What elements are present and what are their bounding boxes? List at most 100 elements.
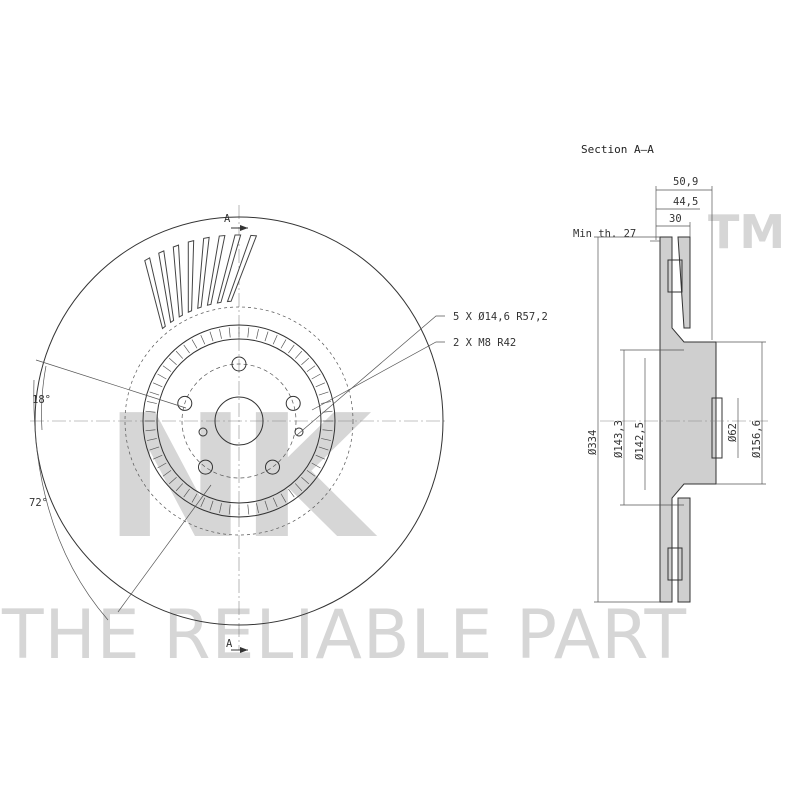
section-marker-bottom: A (226, 638, 233, 650)
vent-slot (264, 331, 269, 342)
angle-ray-upper (35, 359, 187, 409)
vent-slot (272, 497, 278, 508)
vent-slot (162, 365, 172, 372)
vent-slot (311, 462, 321, 469)
vent-slot (152, 454, 163, 460)
vent-slot (209, 331, 214, 342)
vent-slot (301, 476, 310, 485)
vent-slot (247, 327, 250, 338)
watermark-tagline: THE RELIABLE PART (1, 596, 687, 675)
vent-slot (322, 429, 333, 432)
vent-slot (294, 483, 303, 492)
center-bore (214, 396, 264, 446)
vent-slot (288, 488, 295, 498)
section-vent-1 (667, 259, 683, 293)
vent-slot (191, 339, 198, 349)
vent-slot (301, 357, 310, 366)
vent-slot (280, 493, 287, 503)
angle-18-label: 18° (32, 394, 51, 406)
vent-slot (228, 504, 231, 515)
dim-center-bore: Ø62 (727, 423, 739, 442)
bolt-callout-leader (296, 315, 445, 436)
vent-slot (149, 391, 160, 396)
cooling-vane (172, 244, 183, 318)
thread-hole-left (198, 427, 208, 437)
dim-hat-depth: 44,5 (673, 196, 698, 208)
vent-slot (256, 328, 259, 339)
vent-slot (219, 328, 222, 339)
vent-slot (162, 470, 172, 477)
angle-72-label: 72° (29, 497, 48, 509)
front-view: A A 5 X Ø14,6 R57,2 2 X M8 R42 18° 72° (29, 205, 548, 653)
vent-slot (183, 488, 190, 498)
section-view: Section A–A 50,9 44,5 30 Min th. 27 Ø334… (573, 143, 770, 603)
cooling-vane (197, 236, 210, 310)
vent-slot (183, 344, 190, 354)
vent-slots-ring (145, 327, 333, 515)
dim-bore-diameter: Ø142,5 (634, 422, 646, 460)
vent-slot (157, 462, 167, 469)
dim-thickness: 30 (669, 213, 682, 225)
vent-slot (168, 357, 177, 366)
watermark-trademark: TM (708, 205, 785, 259)
bolt-circle (181, 363, 297, 479)
vent-slot (209, 500, 214, 511)
vent-slot (219, 503, 222, 514)
vent-slot (321, 438, 332, 441)
vent-slot (175, 350, 184, 359)
cooling-vane (206, 234, 226, 306)
dim-hat-inner-diameter: Ø143,3 (613, 420, 625, 458)
friction-ring-inner (124, 306, 354, 536)
dim-min-thickness: Min th. 27 (573, 228, 636, 240)
vent-slot (288, 344, 295, 354)
dim-total-width: 50,9 (673, 176, 698, 188)
vent-slot (306, 470, 316, 477)
cooling-vane (226, 234, 258, 303)
bolt-hole (177, 395, 193, 411)
section-marker-top: A (224, 213, 231, 225)
vent-slot (315, 382, 326, 388)
dim-hat-outer-diameter: Ø156,6 (751, 420, 763, 458)
angle-arc-18 (41, 365, 47, 431)
vent-slot (146, 401, 157, 404)
bolt-hole (265, 459, 281, 475)
dim-outer-diameter: Ø334 (587, 430, 599, 455)
vent-slot (149, 446, 160, 451)
bolt-hole (197, 459, 213, 475)
vent-slot (200, 497, 206, 508)
vent-slot (145, 429, 156, 432)
section-vent-2 (667, 547, 683, 581)
thread-callout: 2 X M8 R42 (453, 337, 516, 349)
section-title: Section A–A (581, 143, 654, 156)
section-friction-ring-outer (677, 236, 691, 603)
vent-slot (272, 334, 278, 345)
section-arrow-top (240, 225, 248, 231)
bolt-hole (285, 395, 301, 411)
vent-slot (318, 446, 329, 451)
vent-slot (306, 365, 316, 372)
cooling-vane (216, 234, 242, 304)
vent-slot (175, 483, 184, 492)
hat-inner-edge (156, 338, 322, 504)
vent-slot (311, 373, 321, 380)
cooling-vane (187, 239, 195, 314)
vent-slot (280, 339, 287, 349)
angle-arc-72 (33, 379, 109, 621)
vent-slot (264, 500, 269, 511)
cooling-vane (144, 257, 166, 330)
vent-slot (157, 373, 167, 380)
vent-slot (318, 391, 329, 396)
vent-slot (152, 382, 163, 388)
cooling-vane (158, 250, 175, 324)
thread-callout-leader (311, 341, 445, 411)
vent-slot (168, 476, 177, 485)
vent-slot (200, 334, 206, 345)
vent-slot (256, 503, 259, 514)
vent-slot (228, 327, 231, 338)
vent-slot (294, 350, 303, 359)
vent-slot (315, 454, 326, 460)
watermark: NK TM THE RELIABLE PART (1, 205, 785, 675)
thread-hole-right (294, 427, 304, 437)
